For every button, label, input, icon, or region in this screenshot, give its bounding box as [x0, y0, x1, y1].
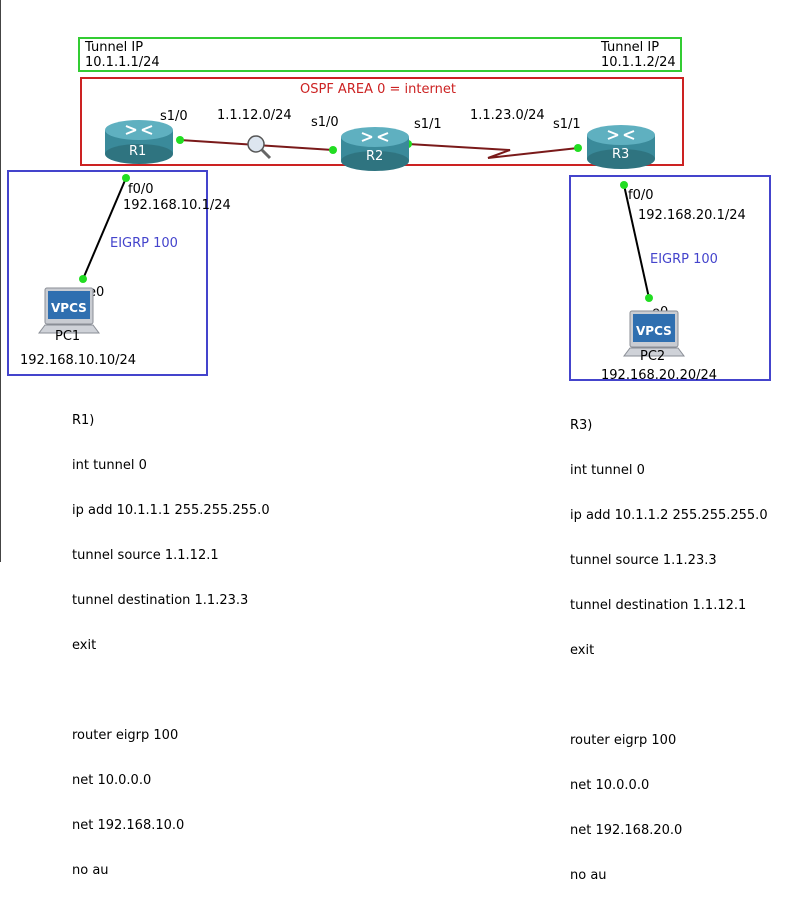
r2-s10-label: s1/0 [311, 115, 339, 130]
ospf-area-label: OSPF AREA 0 = internet [300, 82, 456, 97]
eigrp-left-box [7, 170, 208, 376]
pc1[interactable]: VPCS PC1 [33, 285, 107, 347]
config-line: R3) [570, 418, 593, 433]
port-dot-pc2-e0 [645, 294, 653, 302]
config-line: exit [570, 643, 595, 658]
tunnel-ip-box [78, 37, 682, 72]
config-line: tunnel destination 1.1.12.1 [570, 598, 747, 613]
eigrp-right-box [569, 175, 771, 381]
pc1-ip-label: 192.168.10.10/24 [20, 353, 137, 368]
config-line: exit [72, 638, 97, 653]
topology-links [79, 135, 653, 302]
config-line: tunnel source 1.1.12.1 [72, 548, 219, 563]
config-line: net 192.168.20.0 [570, 823, 683, 838]
canvas-left-border [0, 0, 1, 562]
router-r3[interactable]: R3 [584, 123, 658, 175]
config-line: router eigrp 100 [570, 733, 677, 748]
packet-capture-icon [247, 135, 272, 160]
link-r1-pc1 [82, 177, 127, 280]
port-dot-r3-s11 [574, 144, 582, 152]
link-r3-pc2 [623, 184, 650, 299]
net-r1-r2-label: 1.1.12.0/24 [217, 108, 292, 123]
pc2-name: PC2 [640, 349, 666, 364]
pc2[interactable]: VPCS PC2 [618, 308, 692, 370]
config-line: tunnel source 1.1.23.3 [570, 553, 717, 568]
r1-s10-label: s1/0 [160, 109, 188, 124]
config-line: net 10.0.0.0 [72, 773, 152, 788]
port-dot-r1-s10 [176, 136, 184, 144]
config-line [570, 688, 768, 703]
computer-icon [623, 310, 685, 357]
config-line: router eigrp 100 [72, 728, 179, 743]
eigrp-right-label: EIGRP 100 [650, 252, 718, 267]
config-line: tunnel destination 1.1.23.3 [72, 593, 249, 608]
config-line: no au [72, 863, 109, 878]
port-dot-pc1-e0 [79, 275, 87, 283]
config-line: ip add 10.1.1.2 255.255.255.0 [570, 508, 768, 523]
eigrp-left-label: EIGRP 100 [110, 236, 178, 251]
r3-f00-ip-label: 192.168.20.1/24 [638, 208, 746, 223]
pc1-badge: VPCS [51, 301, 87, 315]
config-line: ip add 10.1.1.1 255.255.255.0 [72, 503, 270, 518]
pc1-name: PC1 [55, 329, 81, 344]
config-line: int tunnel 0 [72, 458, 147, 473]
config-line: R1) [72, 413, 95, 428]
r1-f00-ip-label: 192.168.10.1/24 [123, 198, 231, 213]
pc2-ip-label: 192.168.20.20/24 [601, 368, 718, 383]
tunnel-right-ip: 10.1.1.2/24 [601, 55, 676, 70]
router-r1[interactable]: R1 [102, 118, 176, 170]
r3-s11-label: s1/1 [553, 117, 581, 132]
port-dot-r3-f00 [620, 181, 628, 189]
tunnel-left-title: Tunnel IP [85, 40, 144, 55]
net-r2-r3-label: 1.1.23.0/24 [470, 108, 545, 123]
router-icon [105, 120, 173, 164]
pc2-badge: VPCS [636, 324, 672, 338]
router-icon [587, 125, 655, 169]
config-line: net 10.0.0.0 [570, 778, 650, 793]
config-line: int tunnel 0 [570, 463, 645, 478]
r2-s11-label: s1/1 [414, 117, 442, 132]
port-dot-r1-f00 [122, 174, 130, 182]
router-r2-label: R2 [366, 149, 384, 164]
config-r3: R3) int tunnel 0 ip add 10.1.1.2 255.255… [570, 388, 768, 898]
config-line: net 192.168.10.0 [72, 818, 185, 833]
router-r2[interactable]: R2 [338, 125, 412, 177]
router-r3-label: R3 [612, 147, 630, 162]
router-r1-label: R1 [129, 144, 147, 159]
port-dot-r2-s10 [329, 146, 337, 154]
r1-f00-label: f0/0 [128, 182, 154, 197]
r3-f00-label: f0/0 [628, 188, 654, 203]
tunnel-right-title: Tunnel IP [601, 40, 660, 55]
link-r2-r3 [407, 143, 579, 159]
config-line: no au [570, 868, 607, 883]
config-r1: R1) int tunnel 0 ip add 10.1.1.1 255.255… [72, 383, 270, 893]
computer-icon [38, 287, 100, 334]
tunnel-left-ip: 10.1.1.1/24 [85, 55, 160, 70]
config-line [72, 683, 270, 698]
router-icon [341, 127, 409, 171]
